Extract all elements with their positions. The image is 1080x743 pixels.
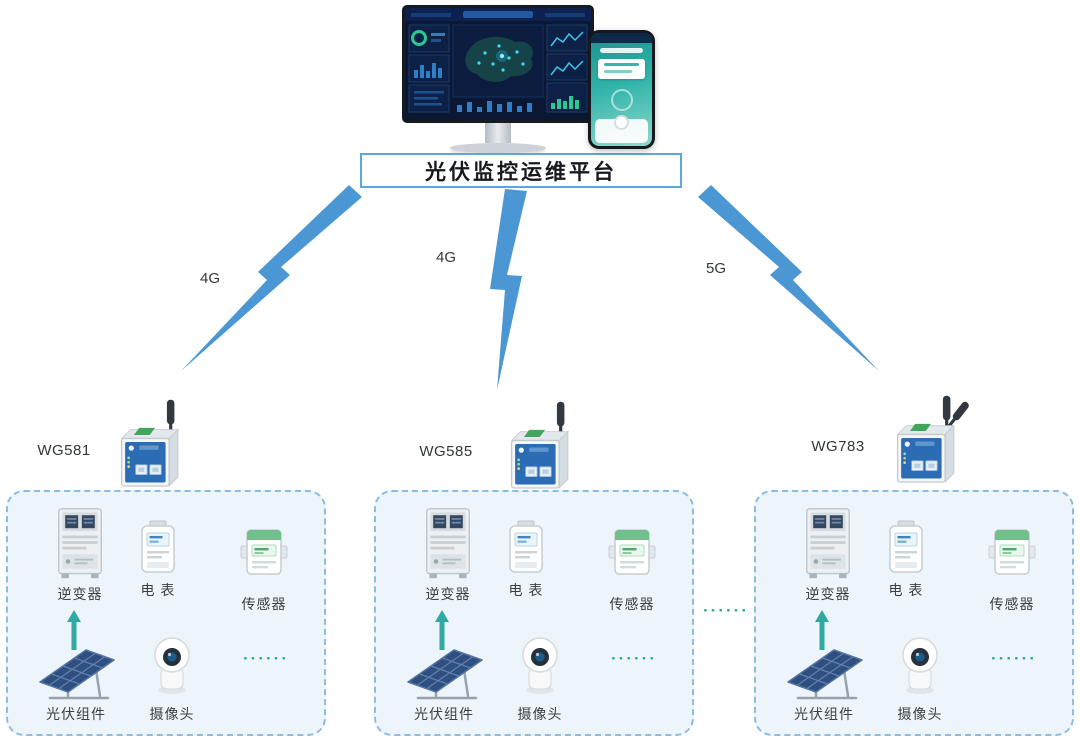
gateway-wg581-icon	[104, 396, 192, 500]
more-devices-dots: ······	[611, 649, 657, 668]
inverter-label: 逆变器	[805, 586, 851, 602]
pv-to-inverter-arrow-icon	[434, 610, 450, 655]
monitor-stand-neck	[485, 123, 511, 143]
gateway-wg783-icon	[880, 392, 969, 496]
camera-icon	[898, 634, 942, 701]
meter-icon	[886, 520, 926, 581]
pv-to-inverter-arrow-icon	[814, 610, 830, 655]
inverter-icon	[420, 506, 476, 585]
link-label-left: 4G	[199, 270, 220, 287]
link-label-right: 5G	[705, 260, 726, 277]
gateway-wg585-icon	[494, 398, 582, 502]
phone-home-button-icon	[613, 115, 629, 130]
dashboard-monitor	[402, 5, 594, 153]
sensor-label: 传感器	[609, 596, 655, 612]
inverter-icon	[800, 506, 856, 585]
meter-label: 电 表	[508, 582, 544, 598]
site-box-1: 逆变器 电 表 传感器 光伏组件 摄像头 ······	[6, 490, 326, 736]
gateway-wg783-label: WG783	[811, 438, 865, 455]
pv-module-label: 光伏组件	[414, 706, 474, 722]
platform-title-box: 光伏监控运维平台	[360, 153, 682, 188]
lightning-bolt-middle-icon	[490, 189, 527, 390]
phone-ring-graphic	[610, 89, 633, 111]
pv-module-label: 光伏组件	[46, 706, 106, 722]
inverter-label: 逆变器	[425, 586, 471, 602]
lightning-bolt-left-icon	[181, 185, 362, 371]
sensor-icon	[988, 526, 1036, 583]
more-devices-dots: ······	[991, 649, 1037, 668]
pv-to-inverter-arrow-icon	[66, 610, 82, 655]
camera-icon	[518, 634, 562, 701]
pv-module-icon	[782, 644, 866, 707]
mobile-app-screen	[591, 33, 652, 146]
sensor-icon	[608, 526, 656, 583]
meter-icon	[138, 520, 178, 581]
sites-separator-dots: ······	[703, 601, 749, 620]
sensor-label: 传感器	[989, 596, 1035, 612]
phone-app-title-line	[600, 48, 643, 53]
camera-icon	[150, 634, 194, 701]
phone-status-bar	[591, 33, 652, 43]
pv-module-label: 光伏组件	[794, 706, 854, 722]
meter-icon	[506, 520, 546, 581]
inverter-icon	[52, 506, 108, 585]
camera-label: 摄像头	[517, 706, 563, 722]
monitor-stand-base	[450, 143, 546, 153]
phone-app-card	[598, 59, 645, 79]
camera-label: 摄像头	[897, 706, 943, 722]
site-box-2: 逆变器 电 表 传感器 光伏组件 摄像头 ······	[374, 490, 694, 736]
meter-label: 电 表	[140, 582, 176, 598]
link-label-middle: 4G	[435, 249, 456, 266]
gateway-wg585-label: WG585	[419, 443, 473, 460]
mobile-app-phone	[588, 30, 655, 149]
dashboard-screen	[402, 5, 594, 123]
sensor-icon	[240, 526, 288, 583]
lightning-bolt-right-icon	[698, 185, 879, 371]
more-devices-dots: ······	[243, 649, 289, 668]
platform-title: 光伏监控运维平台	[425, 160, 617, 184]
inverter-label: 逆变器	[57, 586, 103, 602]
pv-module-icon	[34, 644, 118, 707]
pv-module-icon	[402, 644, 486, 707]
gateway-wg581-label: WG581	[37, 442, 91, 459]
dashboard-graphic-icon	[405, 8, 591, 120]
camera-label: 摄像头	[149, 706, 195, 722]
sensor-label: 传感器	[241, 596, 287, 612]
meter-label: 电 表	[888, 582, 924, 598]
site-box-3: 逆变器 电 表 传感器 光伏组件 摄像头 ······	[754, 490, 1074, 736]
